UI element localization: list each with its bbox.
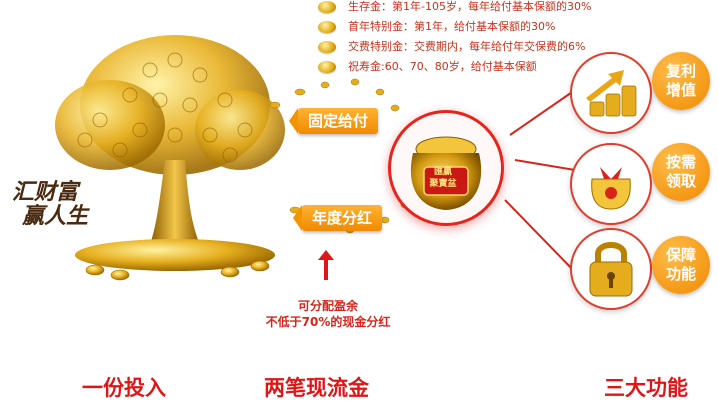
dividend-note: 可分配盈余 不低于70%的现金分红 xyxy=(248,298,408,330)
feature-line: 领取 xyxy=(665,172,696,190)
one-investment-label: 一份投入 xyxy=(82,376,166,400)
lock-icon xyxy=(589,242,633,297)
feature-line: 增值 xyxy=(665,81,696,99)
annual-dividend-tag: 年度分红 xyxy=(292,205,383,231)
up-arrow-icon xyxy=(318,250,334,280)
gold-coin-icon xyxy=(318,61,336,73)
connector-lines xyxy=(504,87,579,276)
on-demand-badge xyxy=(570,143,652,225)
benefit-text: 首年特别金：第1年，给付基本保额的30% xyxy=(348,20,556,33)
three-functions-label: 三大功能 xyxy=(604,376,688,400)
feature-protection: 保障 功能 xyxy=(652,236,710,294)
two-cashflows-label: 两笔现流金 xyxy=(264,376,369,400)
treasure-pot-icon xyxy=(410,136,482,210)
benefit-text: 交费特别金：交费期内，每年给付年交保费的6% xyxy=(348,40,586,53)
feature-on-demand: 按需 领取 xyxy=(652,143,710,201)
money-tree-illustration xyxy=(55,35,285,281)
feature-line: 保障 xyxy=(665,246,696,264)
pot-plaque: 匯贏 聚寶盆 xyxy=(421,166,465,190)
compound-growth-badge xyxy=(570,52,652,134)
benefit-text: 祝寿金:60、70、80岁，给付基本保额 xyxy=(348,60,537,73)
gold-coin-icon xyxy=(318,41,336,53)
protection-badge xyxy=(570,228,652,310)
calligraphy-line: 赢人生 xyxy=(22,203,89,229)
coin-stack-arrow-icon xyxy=(586,70,637,117)
feature-line: 复利 xyxy=(665,62,696,80)
feature-line: 功能 xyxy=(665,265,696,283)
benefit-text: 生存金：第1年-105岁，每年给付基本保额的30% xyxy=(348,0,592,13)
gift-bag-icon xyxy=(591,167,631,210)
plaque-line: 匯贏 xyxy=(433,167,452,177)
fixed-payment-tag: 固定给付 xyxy=(288,108,379,134)
calligraphy-line: 汇财富 xyxy=(12,179,79,205)
treasure-pot-badge xyxy=(388,110,504,226)
feature-line: 按需 xyxy=(665,153,696,171)
note-line: 可分配盈余 xyxy=(297,299,358,313)
calligraphy-slogan: 汇财富 赢人生 xyxy=(12,180,88,228)
gold-coin-icon xyxy=(318,1,336,13)
plaque-line: 聚寶盆 xyxy=(429,179,457,189)
feature-compound-growth: 复利 增值 xyxy=(652,52,710,110)
note-line: 不低于70%的现金分红 xyxy=(265,315,391,329)
gold-coin-icon xyxy=(318,21,336,33)
